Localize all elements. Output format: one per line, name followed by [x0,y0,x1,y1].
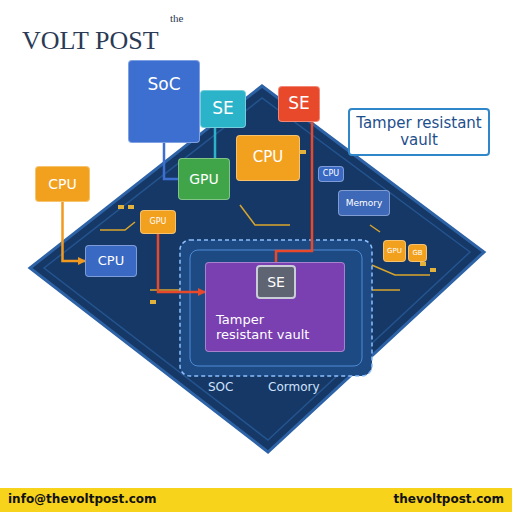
trace [100,222,135,230]
node-text: GB [412,249,422,257]
node-text: SE [288,94,310,114]
chip-box: GB [408,244,427,262]
board-label: Cormory [268,380,320,394]
cpu-box: CPU [236,135,300,181]
node-text: SE [267,274,285,290]
node-text: CPU [253,149,284,166]
pad [430,268,436,272]
node-text: Memory [346,198,383,208]
cpu-box: CPU [318,166,344,182]
footer-text: info@thevoltpost.com [8,492,157,506]
logo-text: the [170,12,183,24]
soc-panel: SoC [128,60,200,143]
secure-element-box: SE [200,90,246,128]
pad [420,262,426,266]
node-text: GPU [387,247,402,255]
connector [63,202,86,261]
connector [214,128,217,158]
secure-element-box: SE [278,86,320,122]
pad [150,300,156,304]
connector [164,143,178,179]
node-text: GPU [189,171,219,187]
node-text: Tamper resistant vault [350,115,488,150]
footer-text: thevoltpost.com [394,492,504,506]
trace [370,225,380,232]
node-text: SE [212,99,234,119]
cpu-box: CPU [85,245,137,277]
node-text: SoC [147,75,180,95]
gpu-box: GPU [383,240,406,262]
logo-text: VOLT POST [22,26,159,56]
node-text: CPU [98,254,124,269]
connector [158,234,205,292]
node-text: CPU [48,176,76,192]
memory-box: Memory [338,190,390,216]
callout-box: Tamper resistant vault [348,108,490,156]
vault-box: Tamper resistant vault SE [205,262,345,352]
pad [118,205,124,209]
pad [300,150,306,154]
node-text: CPU [323,169,339,178]
node-text: Tamper resistant vault [216,313,316,343]
gpu-box: GPU [140,210,176,234]
footer-band [0,488,512,512]
board-label: SOC [208,380,233,394]
node-text: GPU [150,217,167,226]
cpu-box: CPU [35,166,90,202]
trace [240,205,290,225]
secure-element-chip: SE [256,265,296,299]
pad [128,205,134,209]
vault-region-inner [190,250,362,366]
gpu-box: GPU [178,158,230,200]
